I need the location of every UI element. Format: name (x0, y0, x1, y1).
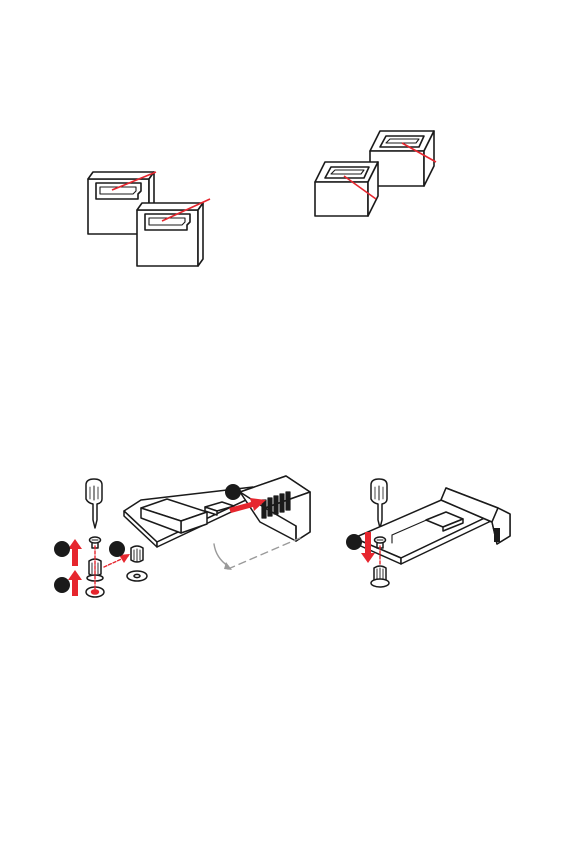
rotation-guide (214, 538, 300, 570)
step-badge-1 (54, 541, 70, 557)
step-badge-4 (225, 484, 241, 500)
screwdriver-icon (86, 479, 102, 528)
standoff-installed-icon (371, 566, 389, 587)
sata-connectors-upright-figure (88, 172, 210, 266)
sata-connector-rear (370, 131, 434, 186)
m2-secure-screw-figure (346, 479, 510, 587)
sata-connectors-flat-figure (315, 131, 436, 216)
sata-connector-lower (315, 162, 378, 216)
step-badge-3 (109, 541, 125, 557)
step-badge-5 (346, 534, 362, 550)
standoff-relocated-icon (127, 546, 147, 581)
step-badge-2 (54, 577, 70, 593)
m2-slot-connector (240, 476, 310, 541)
m2-remove-standoff-figure (54, 476, 310, 597)
arrow-up-icon (68, 539, 82, 596)
sata-connector-front (137, 203, 203, 266)
screwdriver-icon-2 (371, 479, 387, 528)
